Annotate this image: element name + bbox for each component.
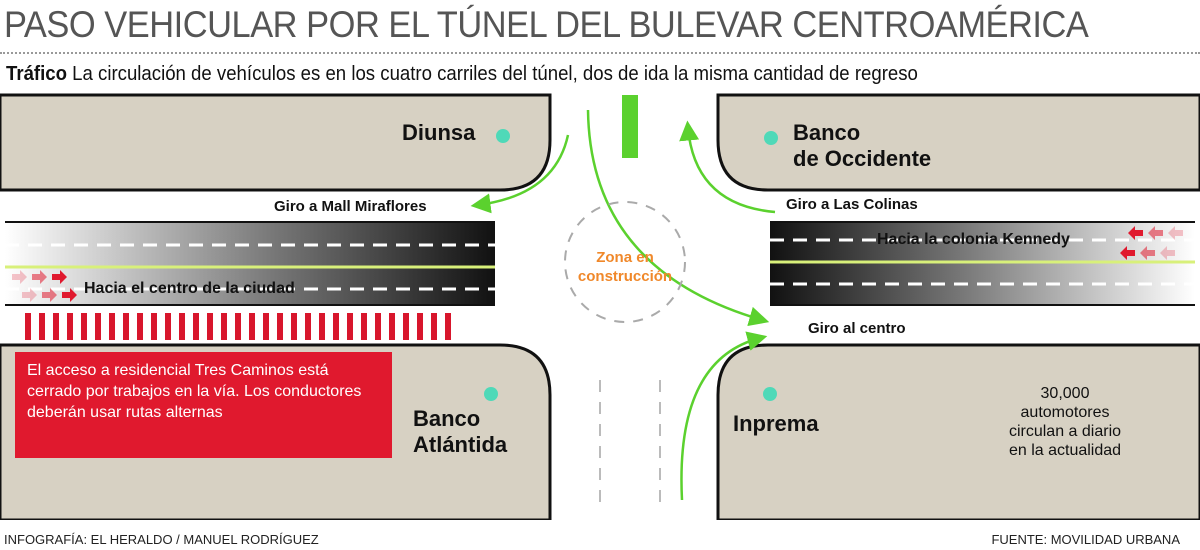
place-line: Banco [413, 406, 481, 431]
closure-notice: El acceso a residencial Tres Caminos est… [15, 352, 392, 458]
turn-arrows [470, 109, 776, 501]
closure-barrier [25, 313, 451, 340]
traffic-stat: 30,000 automotores circulan a diario en l… [1000, 384, 1130, 460]
title-divider [0, 52, 1200, 54]
road-left [5, 221, 495, 306]
block-top-right [716, 93, 1200, 192]
subtitle-lead: Tráfico [6, 63, 67, 85]
stat-number: 30,000 [1040, 385, 1090, 402]
road-label-left: Hacia el centro de la ciudad [84, 280, 295, 297]
turn-label-colinas: Giro a Las Colinas [786, 196, 918, 213]
road-label-right: Hacia la colonia Kennedy [877, 231, 1070, 248]
construction-zone [564, 201, 686, 323]
turn-label-mall: Giro a Mall Miraflores [274, 198, 427, 215]
block-top-left [0, 93, 552, 192]
lane-dividers [599, 380, 661, 505]
place-diunsa: Diunsa [402, 120, 476, 145]
place-inprema: Inprema [733, 411, 819, 436]
road-right [770, 221, 1195, 306]
stat-text: automotores circulan a diario en la actu… [1008, 404, 1122, 459]
subtitle: Tráfico La circulación de vehículos es e… [6, 63, 918, 86]
place-line: Atlántida [413, 432, 508, 457]
traffic-arrows-right-bound [12, 270, 77, 302]
place-line: Banco [793, 120, 861, 145]
construction-zone-label: Zona en construcción [570, 248, 680, 286]
place-line: de Occidente [793, 146, 932, 171]
page-title: PASO VEHICULAR POR EL TÚNEL DEL BULEVAR … [4, 4, 1089, 45]
footer-source: FUENTE: MOVILIDAD URBANA [991, 532, 1180, 547]
turn-label-centro: Giro al centro [808, 320, 906, 337]
traffic-arrows-left-bound [1120, 226, 1183, 260]
zone-line: construcción [577, 268, 673, 285]
location-dots [484, 129, 778, 401]
subtitle-text: La circulación de vehículos es en los cu… [72, 63, 918, 85]
footer-credit: INFOGRAFÍA: EL HERALDO / MANUEL RODRÍGUE… [4, 532, 319, 547]
green-median [622, 95, 638, 158]
zone-line: Zona en [596, 249, 654, 266]
white-gap-fill [0, 520, 1200, 550]
